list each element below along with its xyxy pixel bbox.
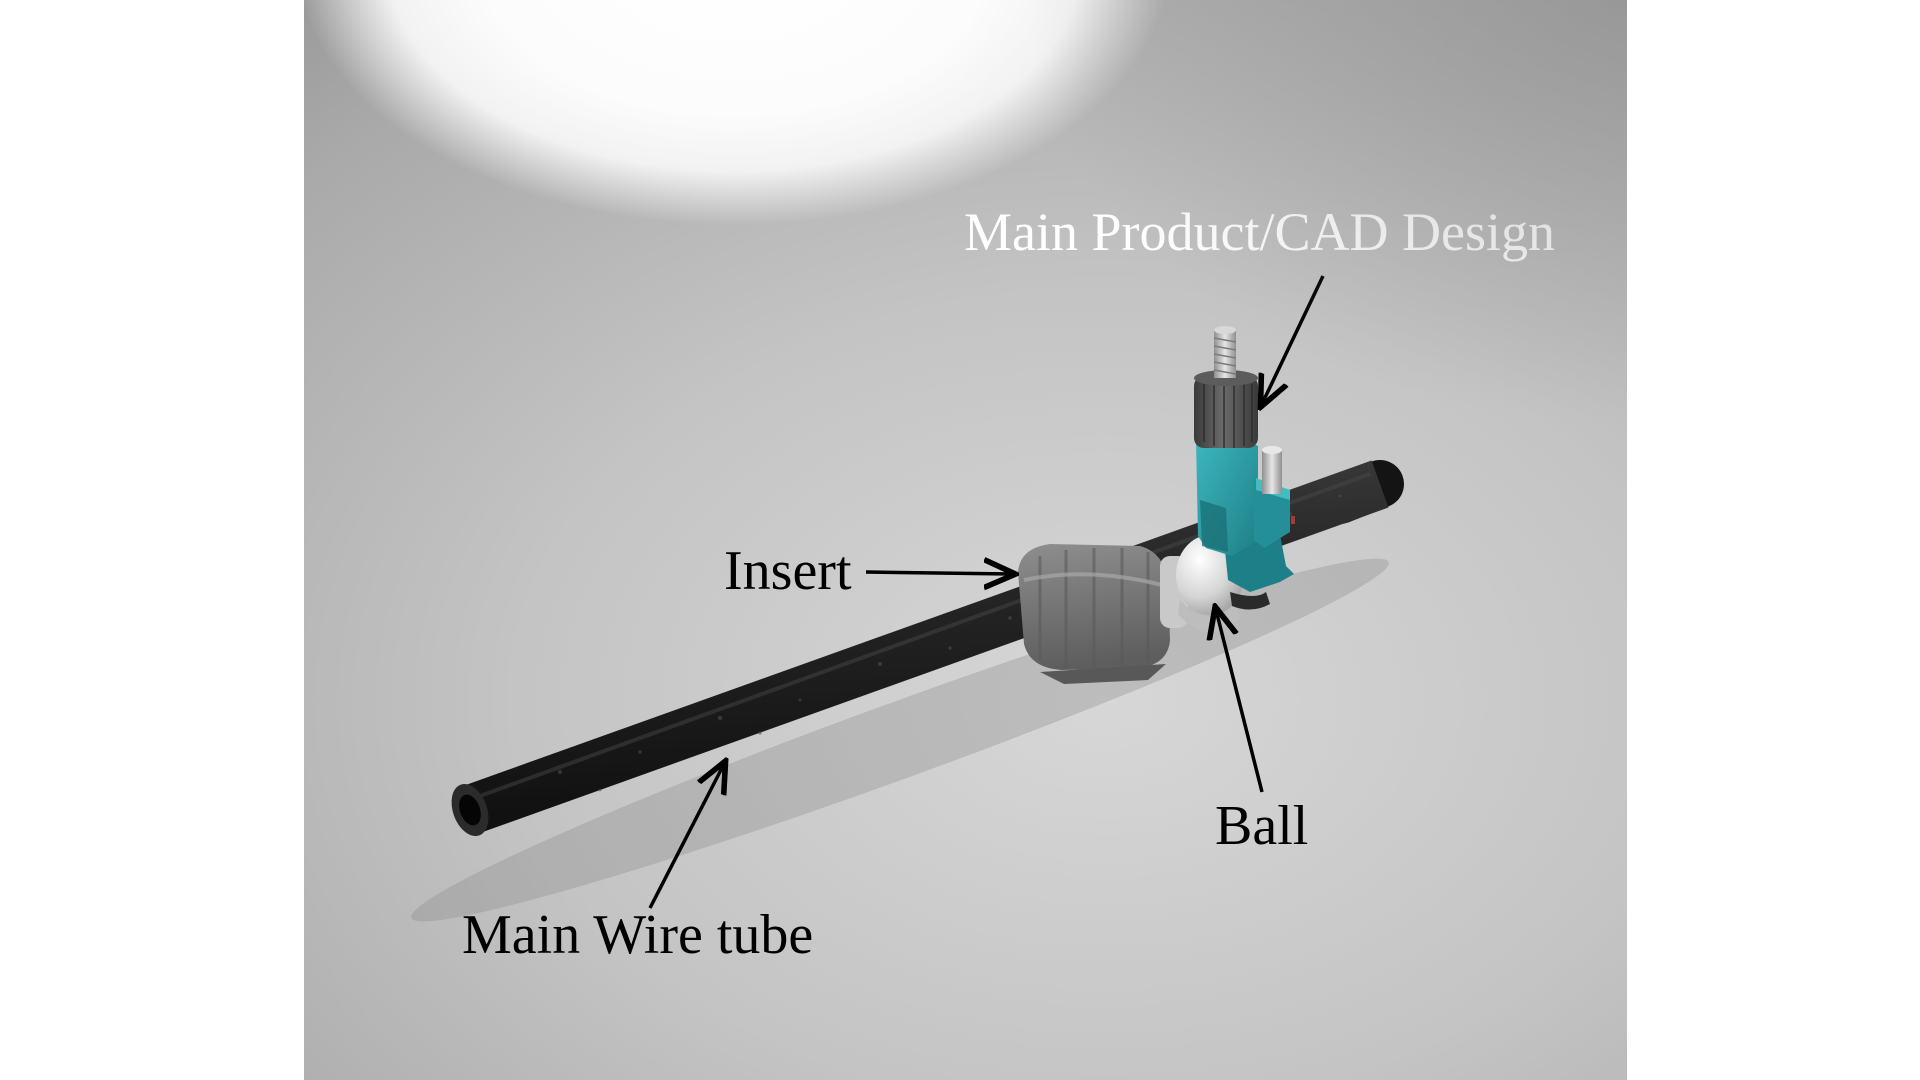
insert-callout-arrow [865,572,1012,574]
cad-render-image: Main Product/CAD Design Insert Ball Main… [304,0,1627,1080]
cad-design-bracket [1194,326,1295,592]
design-label: Main Product/CAD Design [964,202,1555,262]
callout-arrows [648,275,1325,909]
design-callout-arrow [1262,275,1325,404]
cad-assembly-render [411,275,1404,922]
insert-label: Insert [724,540,852,602]
tube-label: Main Wire tube [462,904,814,966]
ball-label: Ball [1215,795,1309,857]
ball-callout-arrow [1216,610,1264,793]
tube-callout-arrow [648,764,724,909]
insert-sleeve [1018,544,1170,684]
